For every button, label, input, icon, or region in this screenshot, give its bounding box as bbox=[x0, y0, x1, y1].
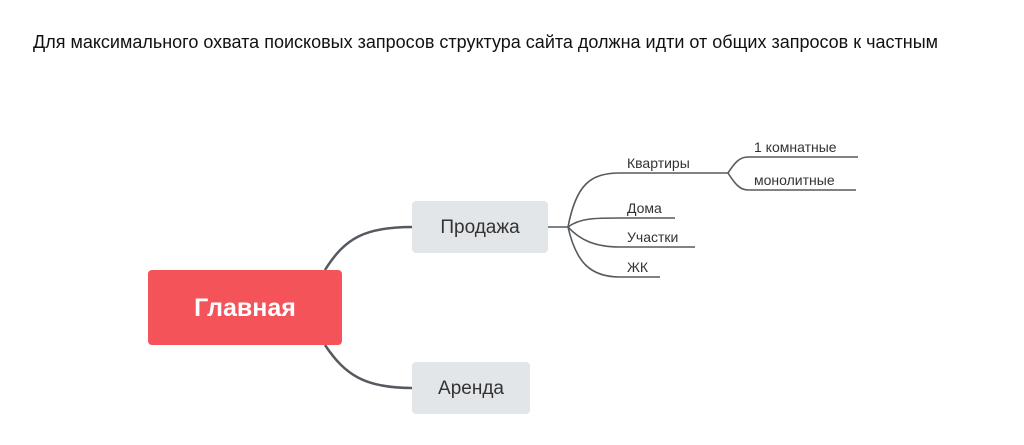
topic-kvartiry[interactable]: Квартиры bbox=[627, 155, 690, 171]
page-heading: Для максимального охвата поисковых запро… bbox=[33, 32, 939, 52]
connector-1-komnatnye bbox=[727, 156, 749, 174]
connector-monolitnye bbox=[727, 172, 749, 191]
branch-node-prodazha[interactable] bbox=[412, 201, 548, 253]
topic-uchastki[interactable]: Участки bbox=[627, 229, 678, 245]
root-node-label: Главная bbox=[194, 294, 296, 322]
topic-1-komnatnye[interactable]: 1 комнатные bbox=[754, 139, 837, 155]
sub-connector-lines bbox=[548, 156, 749, 278]
topic-zhk[interactable]: ЖК bbox=[627, 259, 649, 275]
connector-root-arenda bbox=[323, 344, 413, 390]
branch-node-prodazha-label: Продажа bbox=[440, 217, 520, 238]
connector-lines bbox=[323, 225, 413, 390]
branch-node-arenda[interactable] bbox=[412, 362, 530, 414]
leaf-underlines bbox=[620, 156, 858, 278]
branch-node-arenda-label: Аренда bbox=[438, 378, 504, 399]
root-node[interactable] bbox=[148, 270, 342, 345]
connector-uchastki bbox=[567, 226, 621, 248]
connector-doma bbox=[567, 217, 621, 228]
connector-zhk bbox=[567, 226, 621, 278]
topic-doma[interactable]: Дома bbox=[627, 200, 662, 216]
connector-root-prodazha bbox=[323, 225, 413, 271]
connector-kvartiry bbox=[567, 172, 621, 228]
topic-monolitnye[interactable]: монолитные bbox=[754, 172, 835, 188]
